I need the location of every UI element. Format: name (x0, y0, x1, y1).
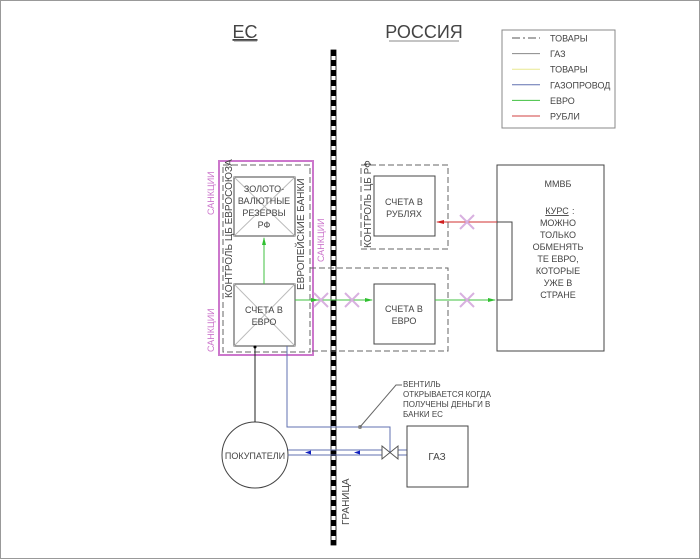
ru-cb-control-box (360, 164, 449, 250)
sanctions-label-bottom: САНКЦИИ (206, 308, 216, 352)
eu-cb-control-label: КОНТРОЛЬ ЦБ ЕВРОСОЮЗА (224, 159, 235, 298)
legend-label: ТОВАРЫ (550, 65, 588, 75)
blocked-x-marks (313, 214, 475, 308)
buyers-label: ПОКУПАТЕЛИ (225, 451, 285, 461)
legend-label: ГАЗОПРОВОД (550, 80, 610, 90)
sanctions-label-border: САНКЦИИ (316, 218, 326, 262)
legend-label: ЕВРО (550, 96, 575, 106)
gas-box: ГАЗ (406, 425, 469, 488)
valve-icon (381, 444, 399, 461)
svg-text::: : (572, 206, 575, 216)
legend-label: ГАЗ (550, 49, 566, 59)
mmvb-link (497, 221, 513, 301)
border-line (330, 49, 337, 546)
sanctions-label-top: САНКЦИИ (206, 171, 216, 215)
valve-control-line (286, 346, 391, 452)
svg-text:ММВБ: ММВБ (545, 179, 572, 189)
ru-cb-control-label: КОНТРОЛЬ ЦБ РФ (363, 160, 374, 248)
legend: ТОВАРЫ ГАЗ ТОВАРЫ ГАЗОПРОВОД ЕВРО РУБЛИ (501, 29, 616, 129)
eu-banks-boundary (310, 267, 449, 352)
valve-note-leader (359, 384, 402, 428)
eu-banks-label: ЕВРОПЕЙСКИЕ БАНКИ (294, 178, 307, 290)
eu-cb-control-box (222, 164, 311, 353)
svg-text:КУРС: КУРС (545, 206, 569, 216)
border-label: ГРАНИЦА (341, 478, 352, 525)
svg-text:ГАЗ: ГАЗ (428, 452, 445, 463)
eu-sanctions-box (218, 160, 314, 356)
header-eu: ЕС (232, 22, 257, 42)
header-russia: РОССИЯ (385, 22, 463, 42)
legend-label: ТОВАРЫ (550, 34, 588, 44)
gas-pipeline (288, 449, 407, 456)
legend-label: РУБЛИ (550, 112, 580, 122)
